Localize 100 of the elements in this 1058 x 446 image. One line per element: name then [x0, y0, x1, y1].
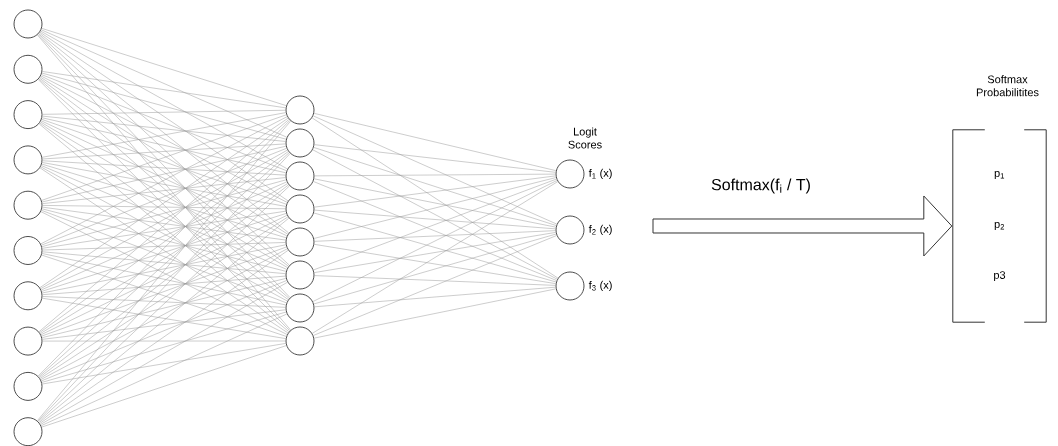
connection-line [40, 76, 288, 235]
neuron-circle [13, 236, 43, 265]
connection-line [41, 117, 287, 174]
output-label: f$_{3}$ (x) [588, 280, 612, 292]
connection-line [313, 288, 557, 339]
connection-line [42, 115, 286, 142]
connection-line [42, 71, 286, 109]
connection-line [41, 74, 287, 171]
connection-line [313, 177, 557, 239]
connection-line [42, 210, 286, 249]
connection-line [41, 213, 287, 292]
connection-line [42, 112, 286, 158]
connection-line [42, 160, 286, 176]
neuron-circle [13, 100, 43, 130]
neuron-circle [13, 9, 43, 39]
neuron-circle [13, 145, 43, 175]
connection-line [314, 209, 556, 230]
connection-line [312, 181, 558, 334]
connection-line [313, 147, 557, 226]
connection-line [40, 282, 288, 425]
connection-line [42, 244, 287, 294]
neuron-circle [285, 326, 315, 356]
output-label: f$_{2}$ (x) [588, 224, 612, 236]
connection-line [314, 230, 556, 242]
connection-line [41, 29, 287, 138]
connection-line [40, 75, 288, 203]
connection-line [39, 31, 289, 202]
connection-line [41, 208, 287, 272]
neuron-circle [13, 326, 43, 356]
node-label: p$_{2}$ [994, 221, 1005, 231]
neuron-circle [13, 54, 43, 84]
connection-line [42, 340, 286, 342]
connection-line [314, 244, 556, 284]
connection-line [40, 149, 288, 289]
connection-line [42, 242, 286, 251]
connection-line [41, 72, 287, 140]
bracket-vector: p$_{1}$ p$_{2}$ p3 [952, 129, 1047, 323]
neuron-circle [285, 95, 315, 125]
layer-label: Logit Scores [568, 127, 602, 149]
connection-line [313, 235, 557, 336]
connection-line [39, 250, 289, 424]
connection-line [41, 311, 287, 383]
connection-line [314, 275, 556, 286]
connection-line [313, 113, 557, 171]
neuron-circle [13, 190, 43, 220]
connection-line [42, 177, 286, 204]
connection-line [39, 77, 289, 267]
connection-line [312, 149, 558, 280]
neuron-circle [13, 281, 43, 311]
connection-line [42, 110, 286, 115]
connection-line [42, 343, 286, 385]
connection-line [40, 313, 288, 426]
output-label: f$_{1}$ (x) [588, 168, 612, 180]
neuron-circle [13, 371, 43, 401]
connection-line [314, 175, 556, 208]
node-label: p3 [994, 271, 1006, 282]
connection-line [311, 117, 559, 279]
connection-line [39, 184, 289, 378]
hollow-arrow [652, 195, 953, 257]
connection-line [40, 30, 288, 170]
connection-line [41, 181, 287, 291]
node-label: p$_{1}$ [994, 170, 1005, 180]
connection-line [40, 248, 288, 380]
connection-line [312, 180, 558, 302]
connection-line [314, 232, 556, 273]
column-heading: Softmax Probabilitites [976, 75, 1039, 97]
connection-line [42, 143, 286, 160]
connection-line [41, 28, 287, 106]
connection-line [41, 146, 287, 203]
neuron-circle [285, 128, 315, 158]
connection-line [41, 253, 287, 306]
connection-line [41, 278, 287, 338]
connection-line [42, 251, 286, 274]
connection-line [40, 166, 288, 302]
connection-line [314, 286, 556, 308]
connection-line [42, 275, 286, 295]
connection-line [41, 165, 287, 270]
neuron-circle [285, 227, 315, 257]
neuron-circle [285, 260, 315, 290]
connection-line [42, 297, 286, 339]
neuron-circle [285, 293, 315, 323]
connection-line [39, 216, 289, 379]
connection-line [42, 296, 286, 308]
connection-line [41, 345, 287, 428]
connection-line [313, 233, 557, 305]
connection-line [42, 309, 286, 340]
connection-line [314, 178, 557, 228]
connection-line [42, 205, 286, 210]
connection-line [41, 148, 287, 246]
connection-line [41, 280, 287, 382]
connection-line [313, 115, 557, 225]
connection-line [42, 162, 286, 207]
neuron-circle [285, 161, 315, 191]
connection-line [314, 144, 556, 173]
connection-line [41, 179, 287, 247]
edge-label: Softmax(f$_{i}$ / T) [711, 178, 810, 194]
connection-line [42, 206, 286, 241]
connection-line [313, 212, 557, 283]
connection-line [41, 210, 287, 304]
connection-line [314, 173, 556, 177]
